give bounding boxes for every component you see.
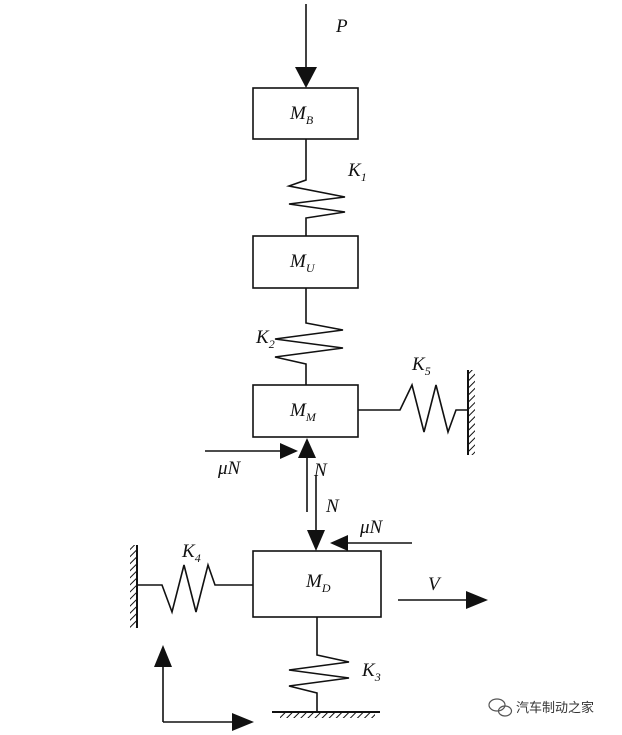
spring-k5 bbox=[358, 382, 468, 435]
wechat-logo-icon bbox=[488, 698, 513, 717]
mass-b-label: MB bbox=[289, 103, 314, 127]
force-p-arrow bbox=[295, 4, 317, 88]
spring-k2 bbox=[274, 288, 344, 385]
spring-k1-label: K1 bbox=[347, 160, 367, 184]
friction-upper-arrow bbox=[205, 443, 298, 459]
spring-k4 bbox=[137, 562, 253, 615]
friction-lower-label: μN bbox=[359, 517, 384, 538]
spring-k3 bbox=[288, 617, 350, 712]
coordinate-axes bbox=[154, 645, 254, 731]
spring-k3-label: K3 bbox=[361, 660, 381, 684]
mass-d-label: MD bbox=[305, 571, 331, 595]
spring-k2-label: K2 bbox=[255, 327, 275, 351]
friction-lower-arrow bbox=[330, 535, 412, 551]
normal-up-arrow bbox=[298, 438, 316, 512]
watermark-text: 汽车制动之家 bbox=[516, 700, 594, 716]
friction-upper-label: μN bbox=[217, 458, 242, 479]
spring-k5-label: K5 bbox=[411, 354, 431, 378]
normal-down-label: N bbox=[325, 496, 340, 517]
mass-m-label: MM bbox=[289, 400, 317, 424]
force-p-label: P bbox=[335, 16, 348, 37]
mass-m-block bbox=[252, 384, 359, 438]
velocity-label: V bbox=[428, 574, 442, 595]
left-wall-hatch bbox=[130, 545, 137, 628]
mass-u-label: MU bbox=[289, 251, 316, 275]
normal-up-label: N bbox=[313, 460, 328, 481]
right-wall-hatch bbox=[468, 370, 475, 455]
velocity-arrow bbox=[398, 591, 488, 609]
spring-k4-label: K4 bbox=[181, 541, 201, 565]
watermark: 汽车制动之家 bbox=[488, 698, 594, 717]
normal-down-arrow bbox=[307, 475, 325, 551]
ground-hatch bbox=[280, 712, 375, 718]
spring-k1 bbox=[285, 139, 346, 236]
